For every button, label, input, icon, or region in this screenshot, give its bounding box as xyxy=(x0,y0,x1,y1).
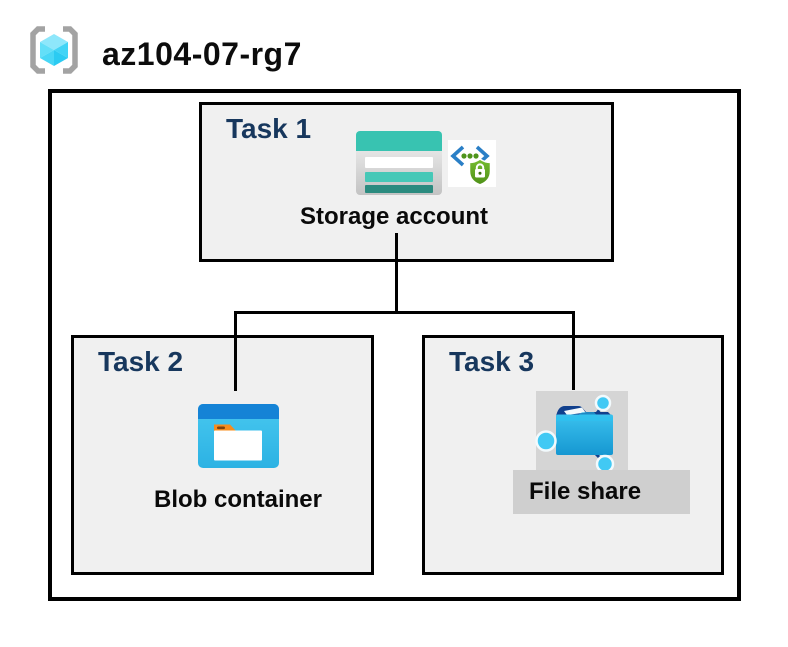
task3-label: Task 3 xyxy=(449,346,535,377)
storage-account-label: Storage account xyxy=(299,203,489,230)
resource-group-name: az104-07-rg7 xyxy=(102,36,302,72)
task2-box: Task 2 Blob container xyxy=(71,335,374,575)
connector-to-file-share xyxy=(572,311,575,390)
task2-label: Task 2 xyxy=(98,346,184,377)
resource-group-header: az104-07-rg7 xyxy=(0,0,788,86)
blob-container-icon xyxy=(198,404,279,468)
connector-horizontal xyxy=(234,311,575,314)
connector-to-blob-container xyxy=(234,311,237,391)
connector-storage-stem xyxy=(395,233,398,313)
blob-container-label: Blob container xyxy=(153,486,322,513)
resource-group-icon xyxy=(30,26,78,74)
file-share-label: File share xyxy=(529,478,642,505)
task1-label: Task 1 xyxy=(226,113,312,144)
file-share-label-box: File share xyxy=(513,470,690,514)
storage-account-icon xyxy=(356,131,442,195)
sas-lock-icon xyxy=(448,140,496,187)
task1-box: Task 1 xyxy=(199,102,614,262)
file-share-icon xyxy=(535,391,628,474)
